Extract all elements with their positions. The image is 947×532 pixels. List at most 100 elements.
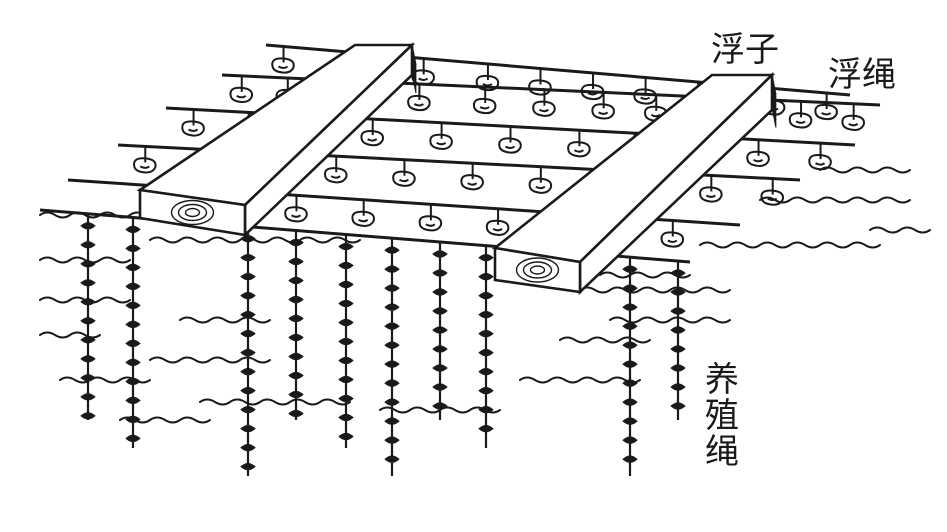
culture-rope — [432, 242, 448, 420]
float-plank-left — [136, 41, 417, 239]
oyster — [125, 415, 141, 424]
buoy — [633, 77, 657, 105]
oyster — [384, 246, 400, 254]
buoy — [485, 208, 510, 236]
buoy — [567, 130, 591, 158]
oyster — [125, 339, 141, 348]
oyster — [240, 349, 256, 357]
buoy — [532, 89, 556, 117]
culture-rope-label: 养殖绳 — [705, 360, 739, 473]
water-line — [819, 166, 911, 174]
buoy — [591, 92, 615, 120]
buoy — [407, 84, 431, 112]
oyster — [288, 390, 304, 399]
oyster — [288, 276, 304, 285]
oyster — [125, 282, 141, 291]
buoy — [284, 195, 308, 223]
oyster — [384, 455, 400, 463]
oyster — [384, 360, 400, 368]
buoy — [360, 119, 384, 147]
oyster — [670, 269, 686, 277]
water-line — [759, 196, 911, 204]
oyster — [622, 303, 638, 311]
oyster — [670, 326, 686, 334]
oyster — [338, 356, 354, 365]
oyster — [80, 374, 96, 382]
buoy — [460, 163, 484, 191]
oyster — [622, 284, 638, 292]
oyster — [288, 295, 304, 304]
oyster — [338, 261, 354, 270]
oyster — [622, 265, 638, 273]
oyster — [478, 349, 494, 357]
oyster — [125, 396, 141, 405]
oyster — [240, 292, 256, 300]
oyster — [478, 368, 494, 376]
oyster — [622, 379, 638, 387]
oyster — [432, 345, 448, 353]
oyster — [288, 257, 304, 266]
oyster — [125, 434, 141, 443]
buoy — [429, 122, 453, 150]
oyster — [338, 242, 354, 251]
oyster — [80, 393, 96, 401]
oyster — [80, 279, 96, 287]
buoy — [814, 93, 838, 121]
oyster — [80, 298, 96, 306]
oyster — [478, 406, 494, 414]
culture-rope — [384, 238, 400, 476]
buoy — [229, 75, 254, 104]
oyster — [622, 436, 638, 444]
oyster — [288, 409, 304, 418]
oyster — [240, 463, 256, 471]
oyster — [432, 364, 448, 372]
oyster — [288, 371, 304, 380]
oyster — [125, 358, 141, 367]
oyster — [80, 412, 96, 420]
oyster — [478, 311, 494, 319]
oyster — [240, 330, 256, 338]
oyster — [240, 311, 256, 319]
oyster — [288, 314, 304, 323]
oyster — [80, 355, 96, 363]
oyster — [622, 341, 638, 349]
buoy — [699, 175, 723, 203]
buoy — [133, 146, 157, 174]
oyster — [384, 341, 400, 349]
oyster — [338, 375, 354, 384]
culture-rope — [80, 213, 96, 420]
oyster — [670, 364, 686, 372]
buoy — [808, 143, 832, 171]
oyster — [432, 402, 448, 410]
buoy — [181, 109, 205, 137]
oyster — [384, 398, 400, 406]
float-plank-right — [491, 71, 777, 296]
oyster — [240, 273, 256, 281]
oyster — [670, 383, 686, 391]
oyster — [432, 383, 448, 391]
buoy — [660, 220, 685, 248]
water-line — [179, 316, 271, 324]
oyster — [384, 322, 400, 330]
oyster — [125, 263, 141, 272]
oyster — [125, 320, 141, 329]
buoy — [418, 204, 443, 232]
buoy — [351, 199, 375, 227]
oyster — [622, 360, 638, 368]
oyster — [432, 250, 448, 258]
oyster — [338, 280, 354, 289]
oyster — [80, 222, 96, 230]
oyster — [240, 368, 256, 376]
oyster — [432, 288, 448, 296]
oyster — [338, 413, 354, 422]
buoy — [472, 87, 497, 115]
oyster — [622, 398, 638, 406]
oyster — [432, 307, 448, 315]
oyster — [622, 322, 638, 330]
oyster — [384, 417, 400, 425]
water-line — [869, 226, 931, 234]
oyster — [384, 284, 400, 292]
buoy — [392, 159, 416, 187]
oyster — [384, 303, 400, 311]
oyster — [338, 299, 354, 308]
